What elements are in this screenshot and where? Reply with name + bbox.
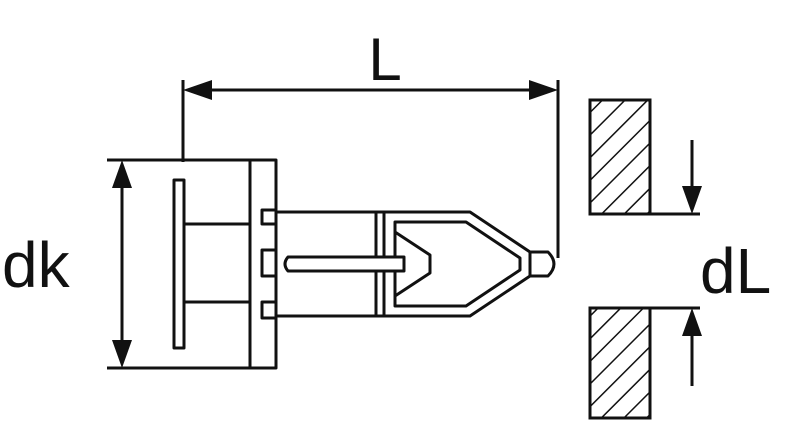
- inner-cone: [393, 230, 432, 298]
- hole-diameter-dimension: [650, 140, 702, 386]
- fastener: [172, 158, 556, 370]
- arrowhead-left: [183, 80, 212, 100]
- panel-lower-section: [588, 306, 652, 420]
- arrowhead-down: [112, 340, 132, 368]
- length-label: L: [368, 26, 401, 93]
- tip-nose: [528, 250, 556, 278]
- length-dimension: [181, 80, 560, 258]
- head-diameter-label: dk: [2, 229, 71, 301]
- hole-diameter-label: dL: [700, 235, 771, 307]
- panel-upper-section: [588, 98, 652, 216]
- panel-wall: [588, 98, 652, 420]
- arrowhead-up: [112, 160, 132, 188]
- head-diameter-dimension: [107, 158, 250, 370]
- head: [248, 158, 278, 370]
- flange-disk: [172, 178, 186, 350]
- arrowhead-down: [682, 186, 702, 214]
- arrowhead-up: [682, 308, 702, 336]
- arrowhead-right: [529, 80, 558, 100]
- pin: [283, 255, 406, 273]
- tip-inner: [393, 220, 522, 308]
